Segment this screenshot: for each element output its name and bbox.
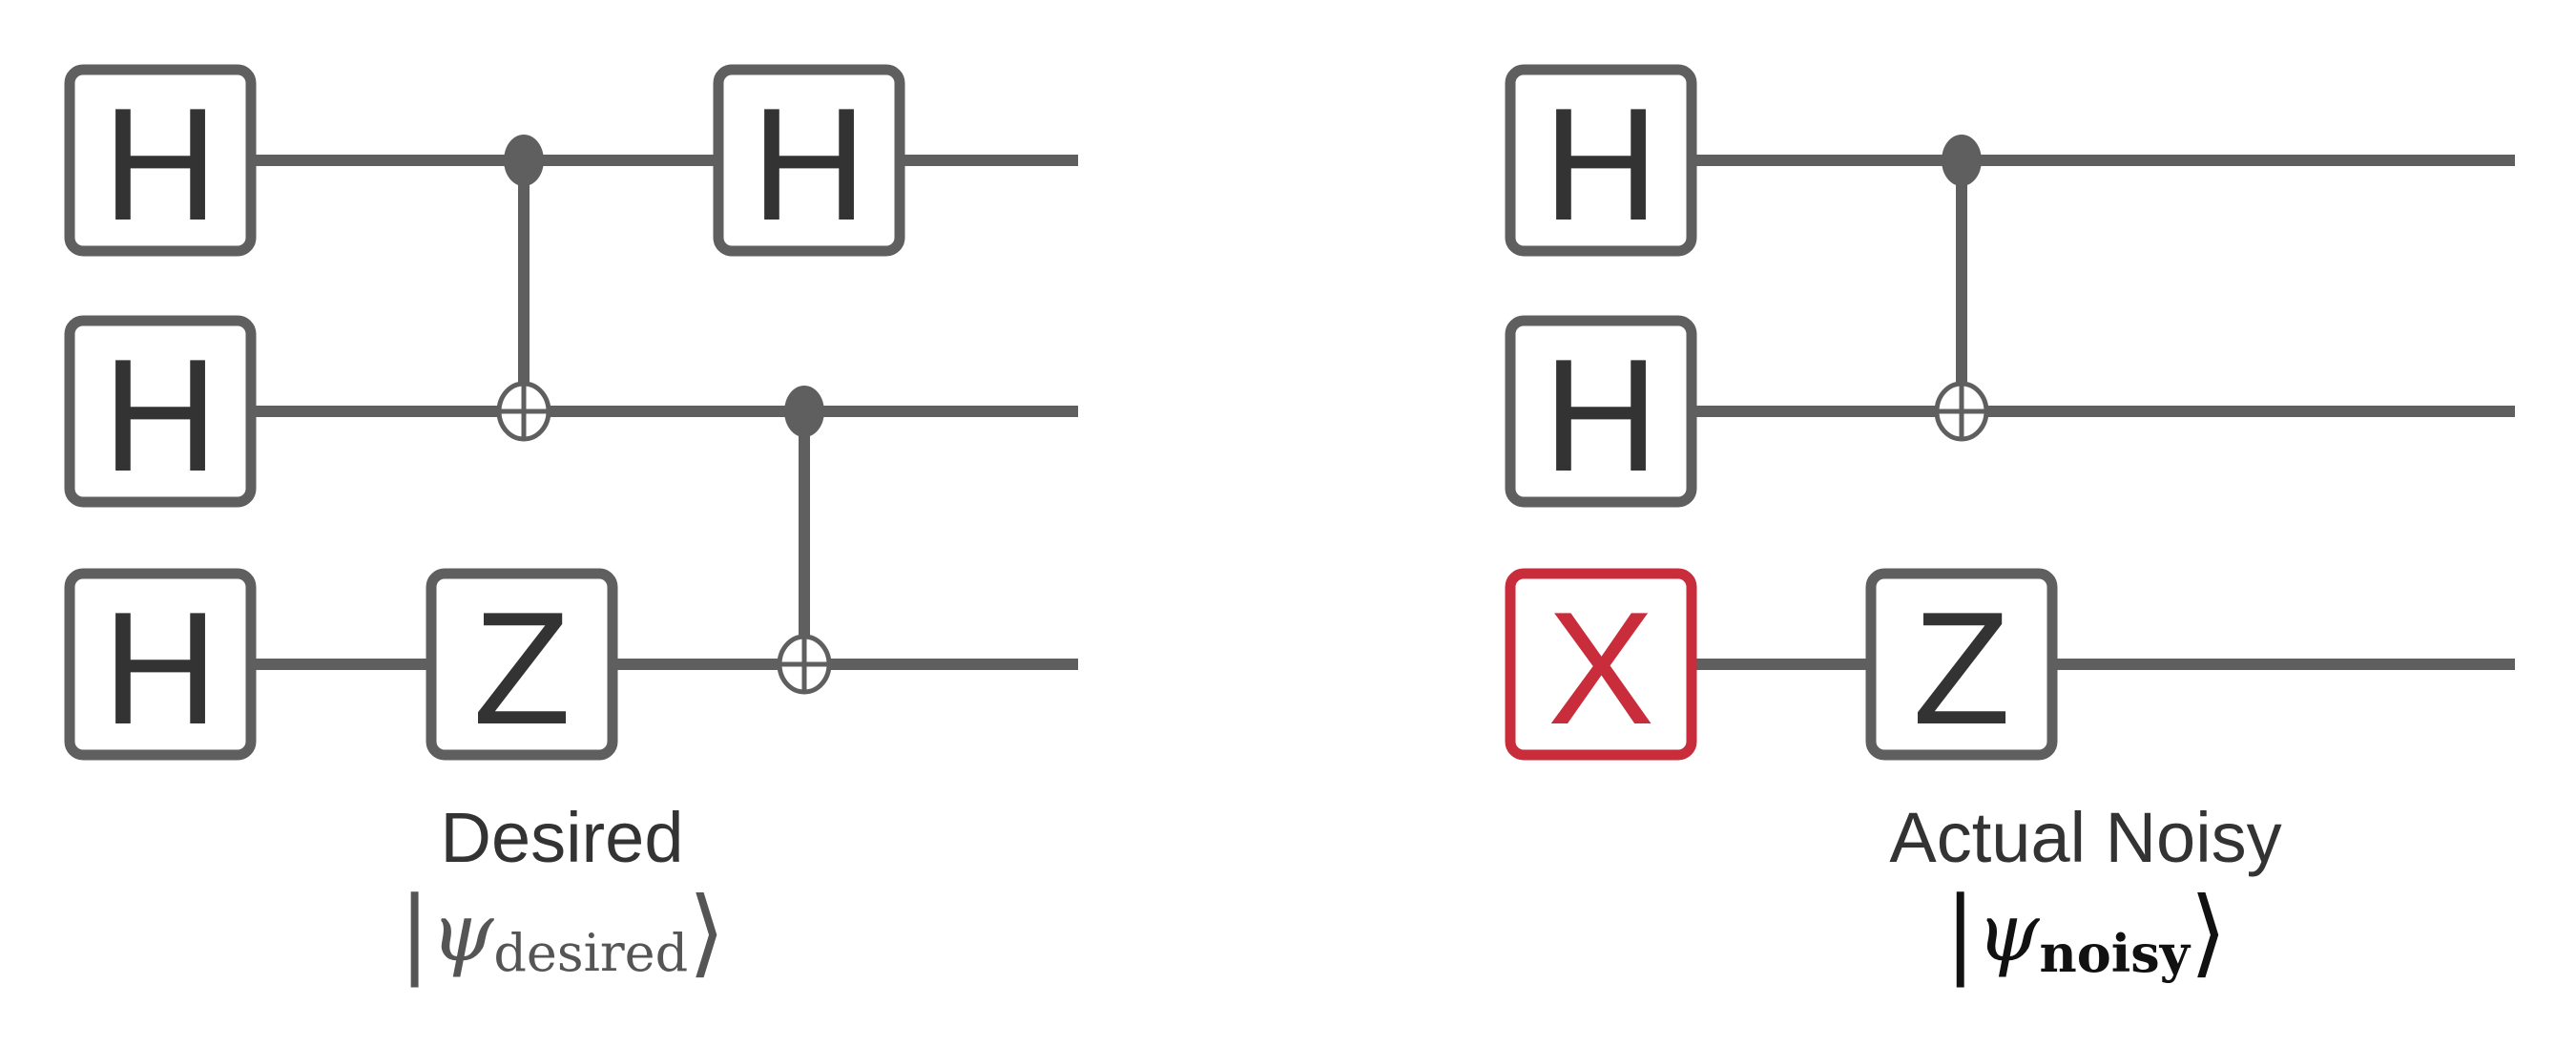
gate-box — [1505, 315, 1697, 508]
gate-box — [64, 315, 257, 508]
desired-state-ket: | ψ desired ⟩ — [399, 876, 725, 988]
gate-label: H — [1543, 325, 1658, 505]
cnot-control-dot — [1942, 135, 1982, 186]
gate-label: Z — [1913, 578, 2011, 758]
gate-label: H — [1543, 74, 1658, 254]
ket-subscript: desired — [493, 923, 689, 983]
gate-box — [713, 64, 905, 257]
gate-label: Z — [473, 578, 571, 758]
ket-bar: | — [398, 876, 431, 988]
ket-psi: ψ — [1976, 885, 2040, 979]
gate-label: H — [102, 74, 218, 254]
gate-label: X — [1548, 578, 1654, 758]
gate-label: H — [751, 74, 866, 254]
ket-angle: ⟩ — [688, 876, 726, 988]
gate-box — [426, 568, 618, 761]
gate-label: H — [102, 578, 218, 758]
gate-label: H — [102, 325, 218, 505]
error-gate-box — [1505, 568, 1697, 761]
gate-box — [1865, 568, 2058, 761]
gate-box — [1505, 64, 1697, 257]
ket-angle: ⟩ — [2190, 876, 2228, 988]
desired-caption: Desired — [440, 798, 684, 877]
gate-box — [64, 64, 257, 257]
gate-box — [64, 568, 257, 761]
ket-subscript: noisy — [2039, 922, 2191, 984]
ket-psi: ψ — [430, 885, 494, 979]
ket-bar: | — [1943, 876, 1977, 988]
cnot-control-dot — [784, 386, 824, 437]
cnot-control-dot — [504, 135, 544, 186]
noisy-state-ket: | ψ noisy ⟩ — [1944, 876, 2227, 988]
noisy-caption: Actual Noisy — [1889, 798, 2282, 877]
